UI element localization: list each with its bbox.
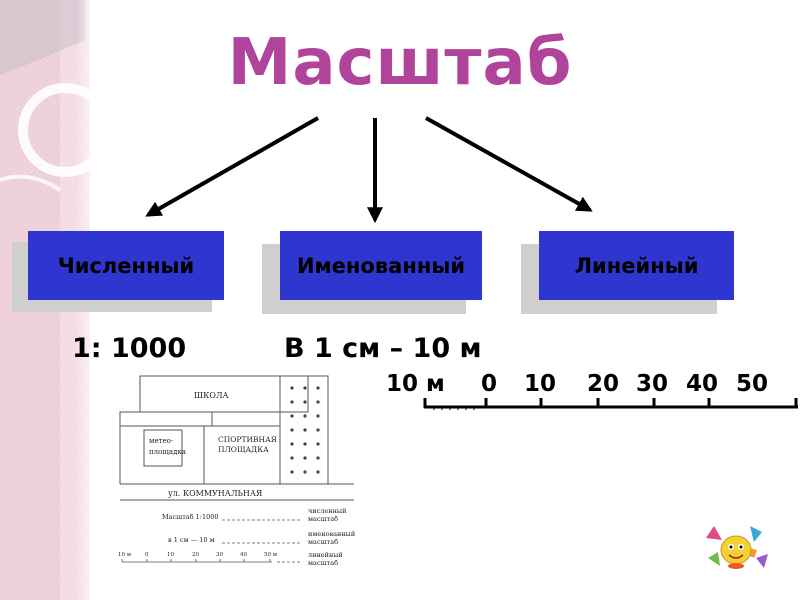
cartoon-decoration-icon	[706, 526, 768, 569]
map-scale-named: в 1 см — 10 м	[168, 536, 215, 544]
map-legend-named-1: именованный	[308, 530, 355, 538]
box-named-scale: Именованный	[280, 231, 482, 300]
map-legend-numeric-1: численный	[308, 507, 346, 515]
map-weather-label-1: метео-	[149, 437, 174, 445]
map-mini-scale-label: 50 м	[264, 552, 278, 558]
map-sports-label-2: ПЛОЩАДКА	[218, 445, 269, 454]
map-illustration: ШКОЛА метео- площадка СПОРТИВНАЯ ПЛОЩАДК…	[118, 375, 355, 567]
arrow-right	[425, 116, 593, 212]
named-example: В 1 см – 10 м	[284, 333, 482, 364]
page-title: Масштаб	[227, 26, 573, 100]
linear-scale-bar	[423, 398, 798, 410]
linear-scale-label-30: 30	[636, 371, 669, 397]
school-building	[139, 375, 309, 413]
weather-station	[143, 429, 183, 467]
numeric-example: 1: 1000	[72, 333, 187, 364]
map-sports-label-1: СПОРТИВНАЯ	[218, 435, 277, 444]
map-mini-scale-label: 20	[192, 552, 199, 558]
map-mini-scale-label: 10 м	[118, 552, 132, 558]
linear-scale-label-0: 0	[481, 371, 498, 397]
map-legend-named-2: масштаб	[308, 538, 338, 546]
box-linear-label: Линейный	[574, 253, 699, 278]
linear-scale-label-50: 50	[736, 371, 769, 397]
map-scale-numeric: Масштаб 1:1000	[162, 513, 219, 521]
map-mini-scale-label: 0	[145, 552, 149, 558]
linear-scale-label-10: 10	[524, 371, 557, 397]
map-school-label: ШКОЛА	[194, 391, 229, 400]
map-mini-scale-label: 30	[216, 552, 223, 558]
map-legend-linear-1: линейный	[308, 551, 343, 559]
arrow-left	[145, 116, 319, 217]
map-weather-label-2: площадка	[149, 448, 186, 456]
linear-scale-label-10m: 10 м	[386, 371, 445, 397]
box-linear-scale: Линейный	[539, 231, 734, 300]
box-numeric-label: Численный	[57, 253, 195, 278]
map-legend-numeric-2: масштаб	[308, 515, 338, 523]
map-mini-scale-label: 10	[167, 552, 174, 558]
linear-scale-label-20: 20	[587, 371, 620, 397]
map-legend-linear-2: масштаб	[308, 559, 338, 567]
box-named-label: Именованный	[296, 253, 466, 278]
map-street-label: ул. КОММУНАЛЬНАЯ	[168, 489, 263, 498]
map-mini-scale-label: 40	[240, 552, 247, 558]
linear-scale-label-40: 40	[686, 371, 719, 397]
box-numeric-scale: Численный	[28, 231, 224, 300]
